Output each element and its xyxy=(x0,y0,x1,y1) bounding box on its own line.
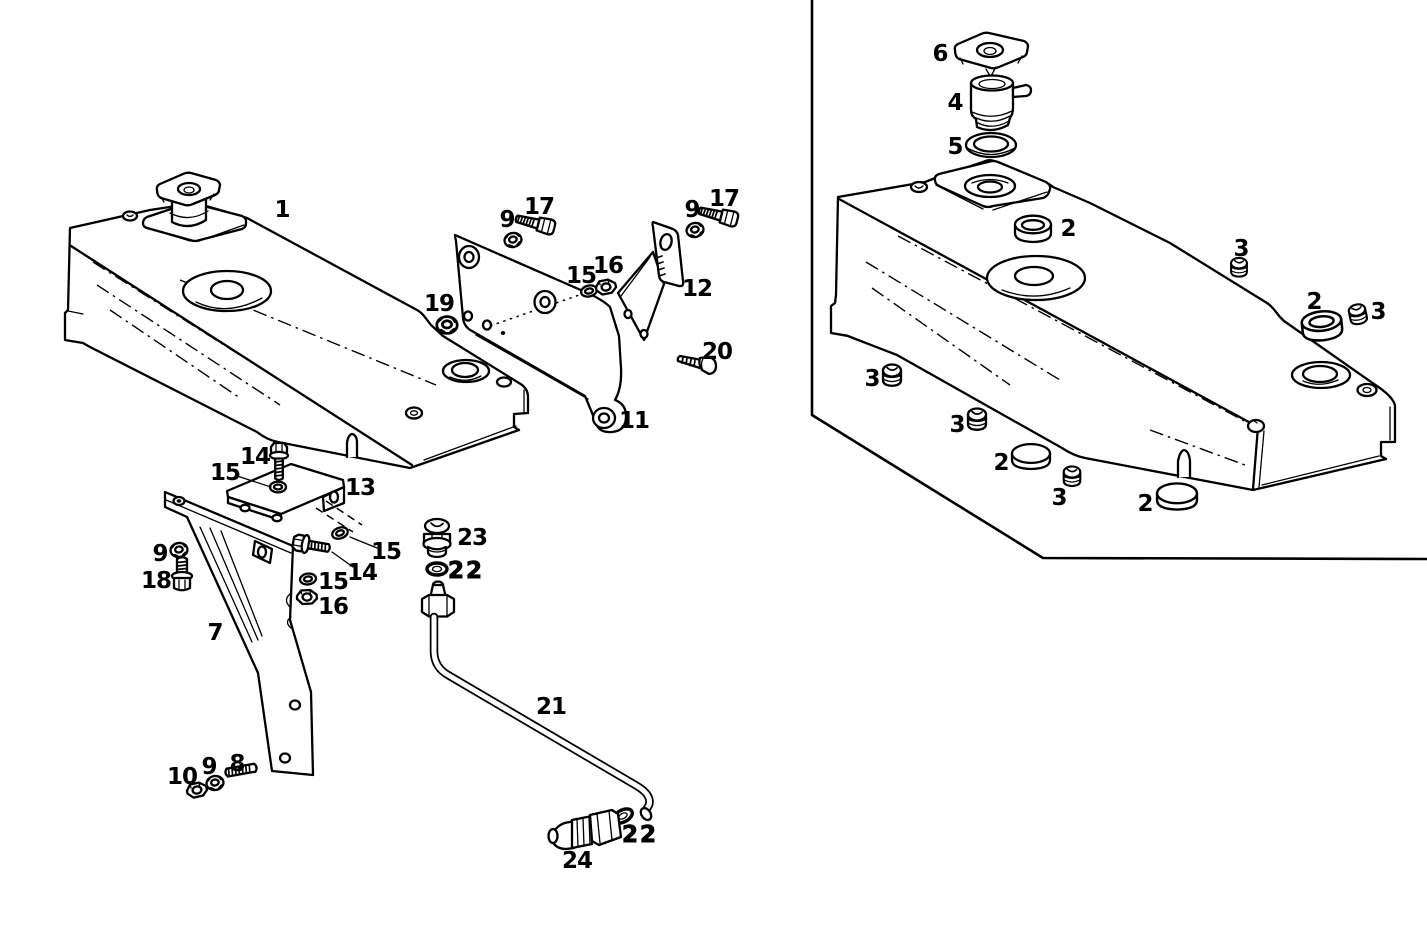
bolt-14 xyxy=(290,531,333,559)
callout-3-36: 3 xyxy=(864,366,879,392)
assembled-tank-body xyxy=(829,159,1397,492)
callout-7-20: 7 xyxy=(207,620,222,646)
washer-9 xyxy=(684,220,706,240)
mount-tab xyxy=(345,432,359,459)
tank-end-dish xyxy=(1290,360,1352,390)
lock-washer-19 xyxy=(435,315,459,335)
callout-11-10: 11 xyxy=(619,408,649,434)
callout-9-22: 9 xyxy=(201,754,216,780)
seal-ring-5 xyxy=(964,131,1018,159)
drain-pipe-21 xyxy=(420,580,654,822)
callout-3-39: 3 xyxy=(1051,485,1066,511)
tank-small-hole xyxy=(1356,382,1378,398)
screw-plug-3 xyxy=(966,407,988,431)
tank-end-dish xyxy=(441,358,491,384)
callout-3-37: 3 xyxy=(949,412,964,438)
callout-21-26: 21 xyxy=(536,694,566,720)
support-bracket-7 xyxy=(163,490,315,777)
callout-24-28: 24 xyxy=(562,848,592,874)
mount-tab xyxy=(1176,448,1192,479)
washer-9 xyxy=(168,540,190,560)
callout-20-9: 20 xyxy=(702,339,732,365)
callout-6-29: 6 xyxy=(932,41,947,67)
nut-16 xyxy=(295,588,319,606)
callout-16-6: 16 xyxy=(593,253,623,279)
bolt-20 xyxy=(676,354,718,376)
seal-washer-22 xyxy=(425,561,449,577)
tank-small-hole xyxy=(495,376,513,388)
bushing-ring-2 xyxy=(1013,214,1053,244)
bolt-18 xyxy=(170,556,194,592)
callout-12-8: 12 xyxy=(682,276,712,302)
callout-22-25: 22 xyxy=(448,558,484,584)
mounting-plate-11 xyxy=(453,233,628,434)
fuel-tank-1 xyxy=(63,171,530,470)
neck-spout xyxy=(1011,83,1033,99)
washer-15 xyxy=(329,524,351,542)
tank-top-hole xyxy=(909,180,929,194)
callout-23-24: 23 xyxy=(457,525,487,551)
divider-line xyxy=(810,0,1427,561)
callout-3-33: 3 xyxy=(1233,236,1248,262)
callout-9-14: 9 xyxy=(152,541,167,567)
washer-15 xyxy=(298,571,318,587)
callout-17-4: 17 xyxy=(709,186,739,212)
callout-15-12: 15 xyxy=(210,460,240,486)
callout-22-27: 22 xyxy=(622,822,658,848)
callout-9-3: 9 xyxy=(684,197,699,223)
callout-14-17: 14 xyxy=(347,560,377,586)
callout-2-32: 2 xyxy=(1060,216,1075,242)
clamp-plate-13 xyxy=(225,462,363,533)
cover-cap-2 xyxy=(1155,482,1199,511)
callout-1-0: 1 xyxy=(274,197,289,223)
callout-13-13: 13 xyxy=(345,475,375,501)
callout-15-5: 15 xyxy=(566,263,596,289)
leader-lines xyxy=(236,475,378,568)
plug-fitting-23 xyxy=(422,517,452,559)
callout-9-1: 9 xyxy=(499,207,514,233)
filler-cap xyxy=(155,171,222,207)
left-tank-assembly xyxy=(63,171,741,851)
washer-15 xyxy=(268,480,288,494)
callout-19-7: 19 xyxy=(424,291,454,317)
corner-hole xyxy=(1246,418,1266,434)
callout-14-11: 14 xyxy=(240,444,270,470)
callout-2-38: 2 xyxy=(993,450,1008,476)
panel-divider xyxy=(810,0,1427,561)
filler-cap-6 xyxy=(953,31,1030,77)
tank-dish-recess xyxy=(985,254,1087,302)
pipe-union-nut xyxy=(420,580,456,618)
callout-15-16: 15 xyxy=(371,539,401,565)
callout-15-18: 15 xyxy=(318,569,348,595)
callout-4-30: 4 xyxy=(947,90,962,116)
tank-dish-recess xyxy=(181,269,273,313)
callout-16-19: 16 xyxy=(318,594,348,620)
nut-16 xyxy=(593,277,619,297)
elbow-fitting-24 xyxy=(547,808,623,851)
callout-5-31: 5 xyxy=(947,134,962,160)
callout-17-2: 17 xyxy=(524,194,554,220)
cover-cap-2 xyxy=(1010,442,1052,471)
washer-9 xyxy=(502,230,524,250)
callout-3-35: 3 xyxy=(1370,299,1385,325)
drain-hole xyxy=(404,406,424,420)
callout-18-15: 18 xyxy=(141,568,171,594)
callout-2-34: 2 xyxy=(1306,289,1321,315)
screw-plug-3 xyxy=(881,363,903,387)
callout-8-23: 8 xyxy=(229,751,244,777)
right-tank-assembly xyxy=(829,31,1397,511)
bracket-12 xyxy=(651,220,685,288)
callout-2-40: 2 xyxy=(1137,491,1152,517)
bolt-8 xyxy=(224,762,258,778)
filler-platform xyxy=(933,159,1052,211)
screw-plug-3 xyxy=(1062,465,1082,488)
callout-10-21: 10 xyxy=(167,764,197,790)
filler-neck-4 xyxy=(969,74,1033,132)
screw-plug-3 xyxy=(1346,301,1370,327)
